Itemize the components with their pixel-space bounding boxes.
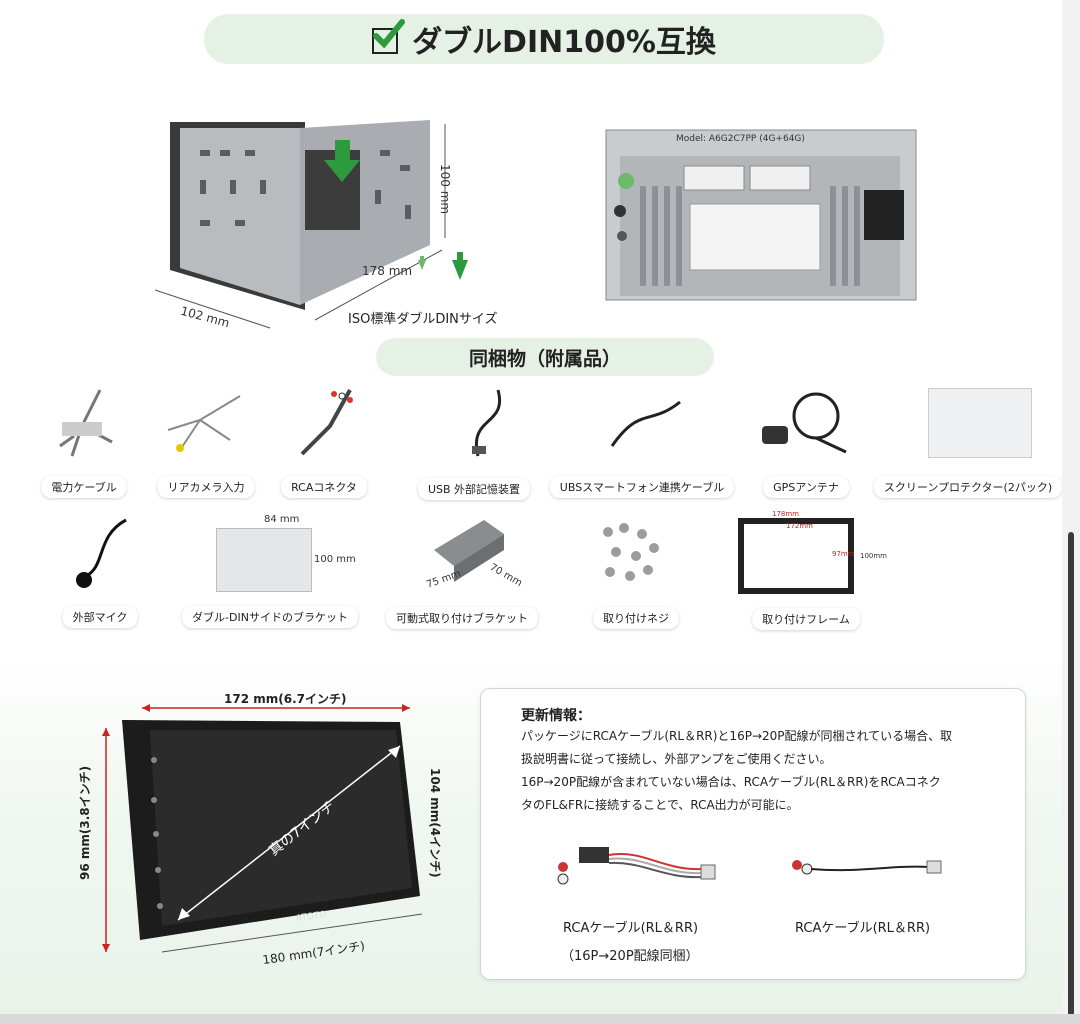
power-cable-icon [59,389,113,457]
acc-label-mount-bracket: 可動式取り付けブラケット [386,607,538,629]
screen-right-dim: 104 mm(4インチ) [428,768,442,878]
cable2-caption: RCAケーブル(RL＆RR) [795,921,931,936]
rear-panel-illustration [605,129,917,301]
gps-antenna-icon [762,392,847,454]
checkbox-check-icon [372,19,406,54]
acc-label-rca: RCAコネクタ [281,476,367,498]
update-info-box: 更新情報： パッケージにRCAケーブル(RL＆RR)と16P→20P配線が同梱さ… [480,688,1026,980]
page: ダブルDIN100%互換 100 mm 178 mm 102 mm ISO標準ダ… [0,14,1063,1014]
update-line-3: 16P→20P配線が含まれていない場合は、RCAケーブル(RL＆RR)をRCAコ… [521,775,941,789]
screen-top-dim: 172 mm(6.7インチ) [224,692,347,706]
frame-inner-width-dim: 172mm [786,522,813,530]
acc-label-screen-protector: スクリーンプロテクター(2パック) [873,476,1063,498]
mount-bracket-icon [434,520,504,582]
rear-model-label: Model: A6G2C7PP (4G+64G) [676,134,805,144]
bottom-edge [0,1014,1080,1024]
rear-camera-cable-icon [167,395,241,452]
bracket-width-dim: 84 mm [264,514,300,525]
acc-label-usb: USB 外部記憶装置 [417,478,531,500]
rca-cable-icon [792,860,942,875]
acc-label-rear-camera: リアカメラ入力 [157,476,255,498]
usb-cable-icon [472,389,502,457]
frame-outer-width-dim: 178mm [772,510,799,518]
screws-icon [603,523,659,581]
unit-bracket-illustration [154,120,468,329]
acc-label-mic: 外部マイク [62,606,138,628]
rca-connector-icon [300,389,353,456]
acc-label-gps: GPSアンテナ [763,476,849,498]
update-line-4: タのFL&FRに接続することで、RCA出力が可能に。 [521,798,799,812]
update-title: 更新情報： [521,708,591,724]
smartphone-cable-icon [610,400,681,447]
page-title: ダブルDIN100%互換 [412,25,716,60]
acc-label-side-bracket: ダブル-DINサイドのブラケット [182,606,358,628]
acc-label-screws: 取り付けネジ [593,607,679,629]
title-banner: ダブルDIN100%互換 [204,14,884,64]
iso-size-label: ISO標準ダブルDINサイズ [348,312,498,327]
acc-label-smartphone-cable: UBSスマートフォン連携ケーブル [549,476,735,498]
scrollbar-track[interactable] [1062,0,1080,1024]
cable1-caption: RCAケーブル(RL＆RR) [563,921,699,936]
frame-inner-height-dim: 97mm [832,550,855,558]
scrollbar-thumb[interactable] [1068,532,1074,1016]
side-bracket-icon [216,528,312,592]
bracket-height-dim: 100 mm [314,554,356,565]
screen-protector-icon [928,388,1032,458]
harness-cable-icon [557,847,716,885]
external-mic-icon [76,518,127,588]
accessories-heading: 同梱物（附属品） [376,338,714,376]
mounting-frame-icon [738,518,854,594]
screen-left-dim: 96 mm(3.8インチ) [78,765,92,880]
acc-label-frame: 取り付けフレーム [752,608,860,630]
head-unit-screen-illustration [102,704,423,953]
frame-outer-height-dim: 100mm [860,552,887,560]
unit-width-dim: 178 mm [362,264,413,278]
acc-label-power-cable: 電力ケーブル [41,476,127,498]
update-line-1: パッケージにRCAケーブル(RL＆RR)と16P→20P配線が同梱されている場合… [521,729,953,743]
update-line-2: 扱説明書に従って接続し、外部アンプをご使用ください。 [521,752,832,766]
cable1-caption-note: （16P→20P配線同梱） [561,949,699,964]
unit-height-dim: 100 mm [438,164,452,215]
